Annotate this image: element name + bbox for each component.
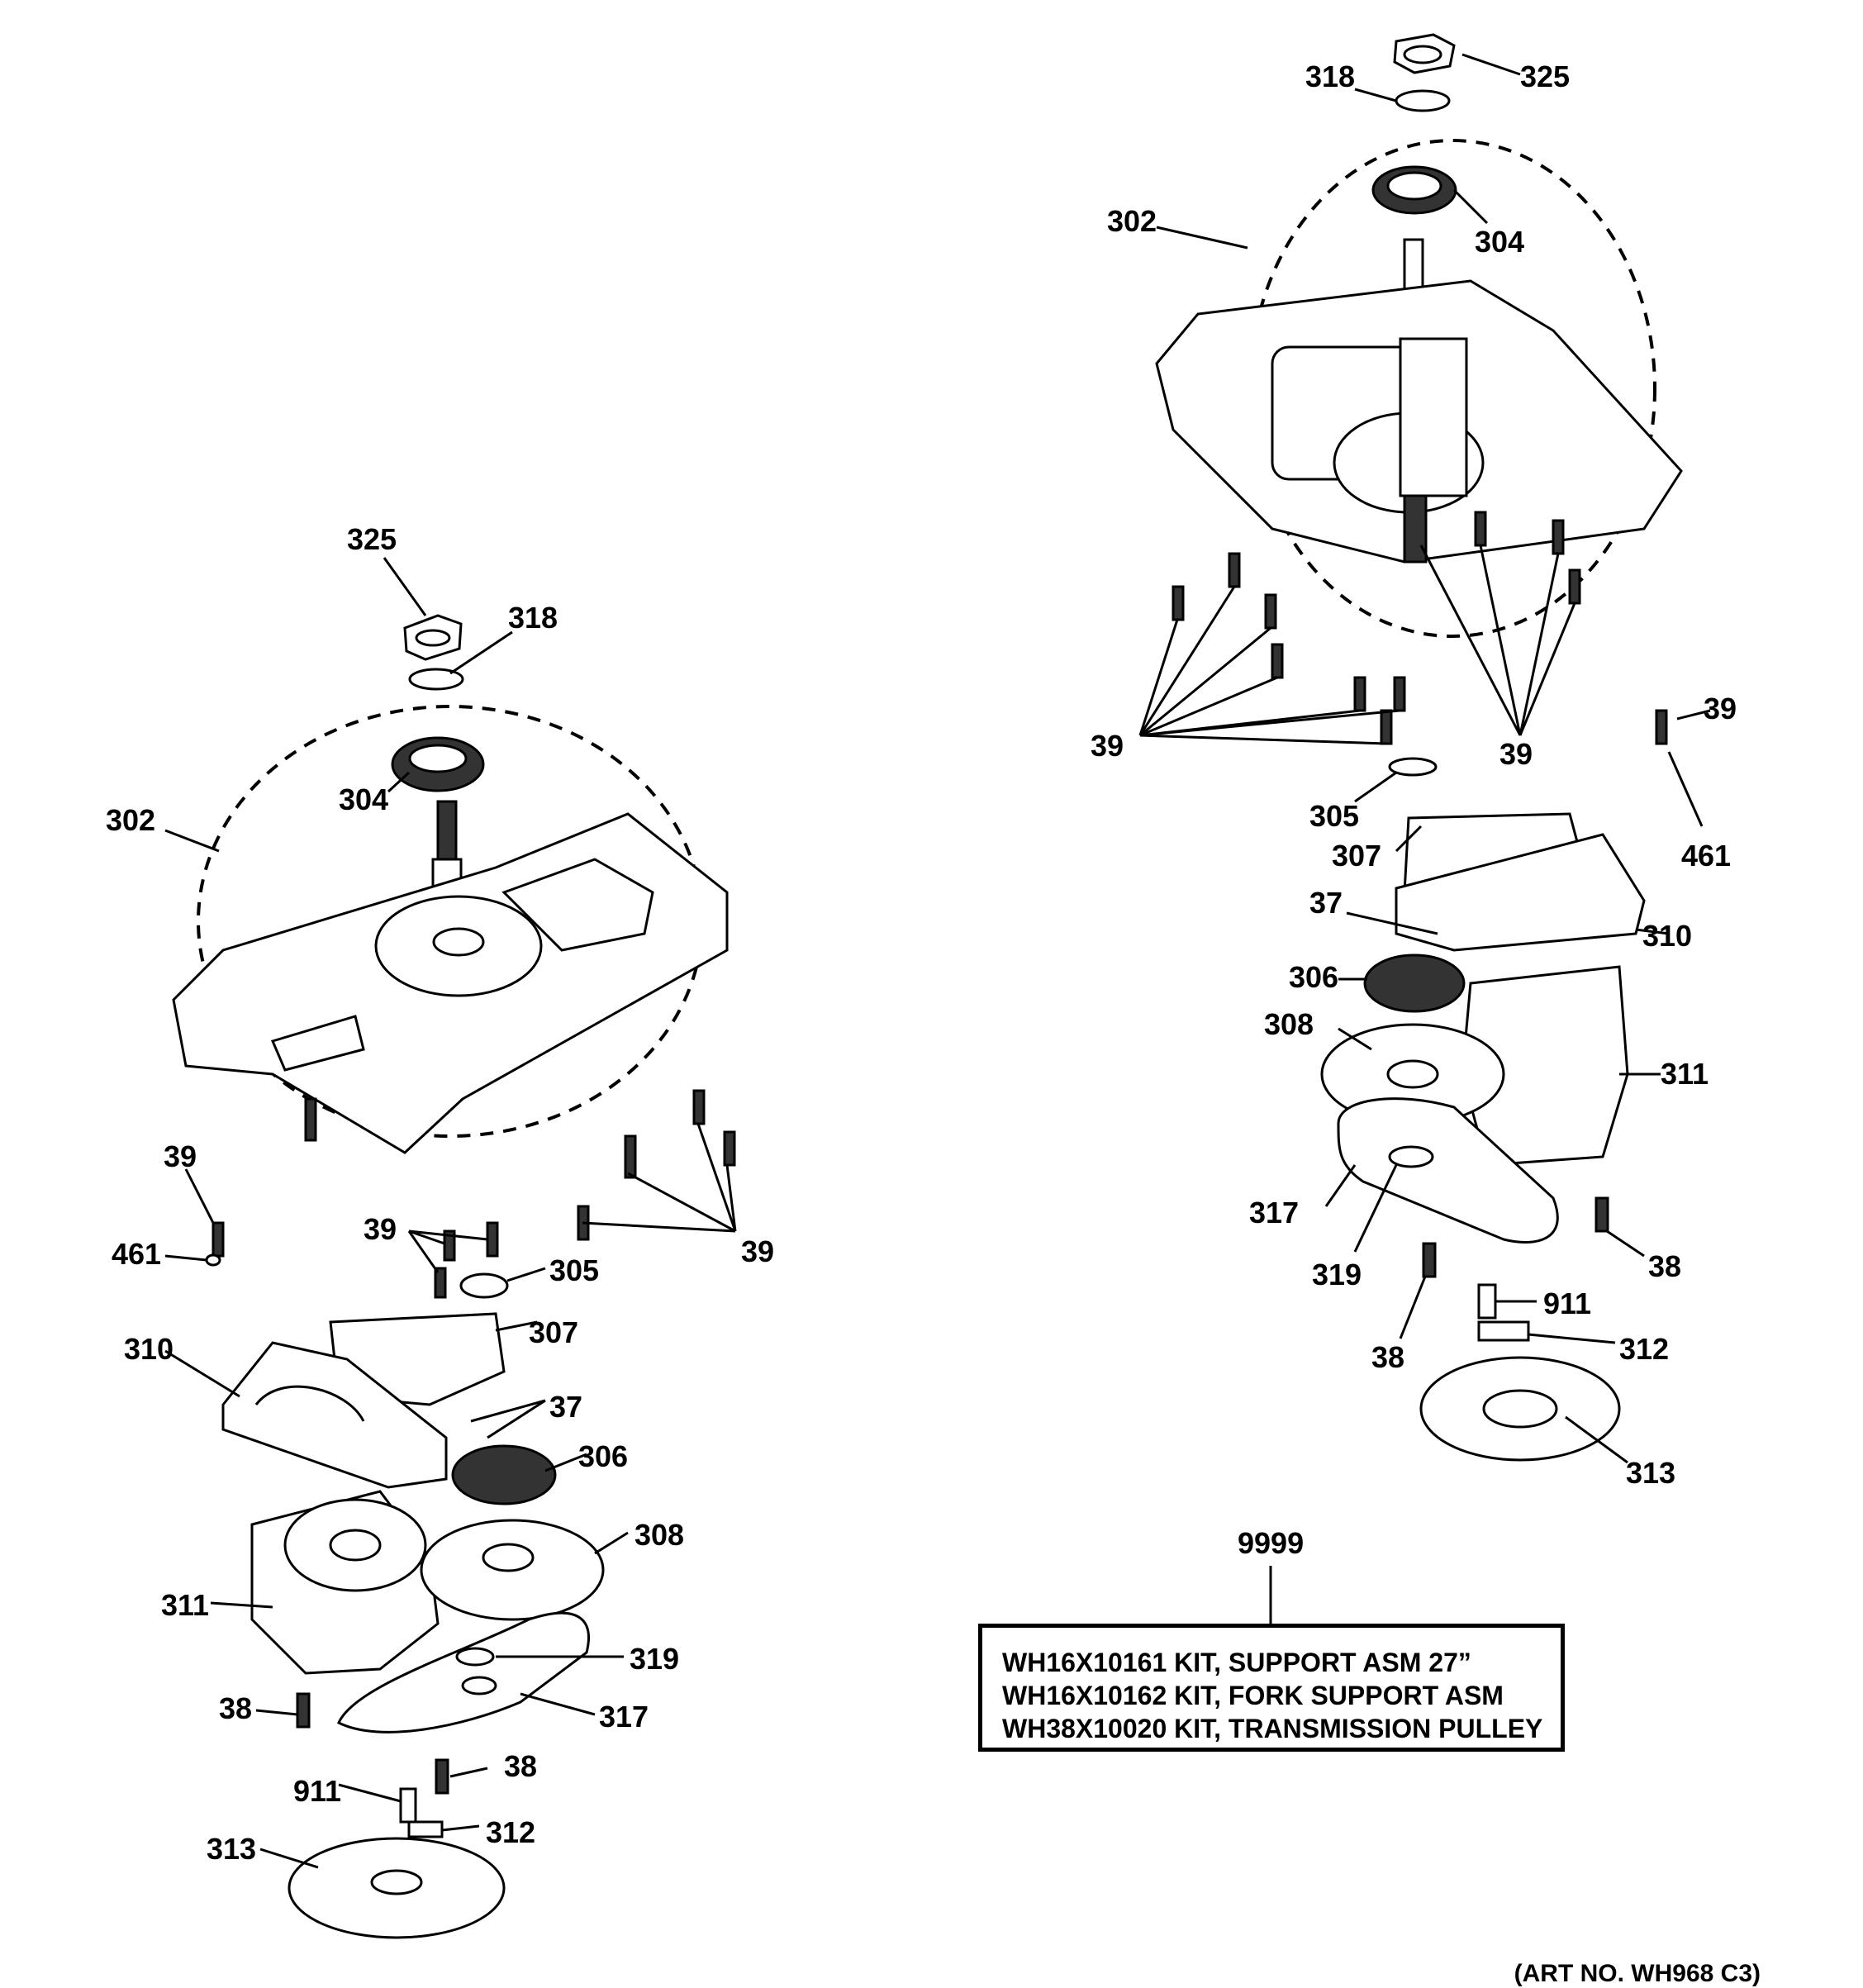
- callout-308-right: 308: [1264, 1007, 1314, 1041]
- callout-317-left: 317: [599, 1700, 649, 1734]
- callout-9999: 9999: [1238, 1526, 1304, 1560]
- callout-461-right: 461: [1681, 839, 1731, 873]
- callout-302-right: 302: [1107, 204, 1157, 238]
- part-motor-311-left: [250, 1490, 440, 1675]
- callout-318-left: 318: [508, 601, 558, 635]
- kit-line-1: WH16X10161 KIT, SUPPORT ASM 27”: [1002, 1648, 1471, 1677]
- part-nut-325-right: [1393, 33, 1456, 74]
- callout-325-right: 325: [1520, 59, 1570, 93]
- part-seal-304-right: [1371, 165, 1457, 291]
- callout-39-right-c: 39: [1704, 692, 1737, 725]
- part-nut-325-left: [403, 614, 463, 661]
- part-screw-38-left-a: [296, 1692, 311, 1729]
- part-319-right: [1388, 1145, 1434, 1168]
- callout-319-left: 319: [630, 1642, 679, 1676]
- callout-313-right: 313: [1626, 1456, 1675, 1490]
- callout-461-left: 461: [112, 1237, 161, 1271]
- callout-38-left-a: 38: [219, 1691, 252, 1725]
- callout-38-right-a: 38: [1371, 1340, 1404, 1374]
- callout-306-left: 306: [578, 1439, 628, 1473]
- part-319-left-b: [461, 1676, 497, 1696]
- callout-319-right: 319: [1312, 1258, 1362, 1291]
- callout-306-right: 306: [1289, 960, 1338, 994]
- callout-39-right-b: 39: [1499, 737, 1533, 771]
- callout-305-right: 305: [1309, 799, 1359, 833]
- part-cover-310-left: [221, 1341, 448, 1489]
- callout-39-left-a: 39: [164, 1139, 197, 1173]
- callout-318-right: 318: [1305, 59, 1355, 93]
- part-fan-313-left: [288, 1837, 506, 1939]
- callout-304-right: 304: [1475, 225, 1524, 259]
- part-screw-38-left-b: [435, 1758, 449, 1795]
- callout-325-left: 325: [347, 522, 397, 556]
- part-support-asm-302-right: [1248, 139, 1656, 638]
- callout-310-right: 310: [1642, 919, 1692, 953]
- part-base-313-right: [1419, 1320, 1621, 1462]
- callout-312-left: 312: [486, 1815, 535, 1849]
- callout-302-left: 302: [106, 803, 155, 837]
- part-ring-305-left: [459, 1272, 509, 1299]
- leaders-right: [1138, 53, 1711, 1464]
- part-screws-39-left-group: [211, 1089, 736, 1299]
- callout-310-left: 310: [124, 1332, 173, 1366]
- callout-38-left-b: 38: [504, 1749, 537, 1783]
- kit-list-box: WH16X10161 KIT, SUPPORT ASM 27” WH16X101…: [978, 1624, 1565, 1752]
- callout-39-left-b: 39: [364, 1212, 397, 1246]
- part-support-plate-right: [1155, 279, 1683, 564]
- callout-39-right-a: 39: [1091, 729, 1124, 763]
- part-319-left: [455, 1647, 495, 1667]
- callout-313-left: 313: [207, 1832, 256, 1866]
- callout-39-left-c: 39: [741, 1234, 774, 1268]
- part-belt-317-left: [337, 1611, 590, 1734]
- part-gear-306-right: [1363, 954, 1466, 1013]
- callout-311-right: 311: [1661, 1057, 1709, 1091]
- callout-37-right: 37: [1309, 886, 1343, 920]
- callout-911-right: 911: [1543, 1286, 1591, 1320]
- part-screw-38-right-b: [1594, 1196, 1609, 1233]
- part-screw-38-right-a: [1422, 1242, 1437, 1278]
- part-pulley-308-left: [420, 1519, 605, 1621]
- part-911-right: [1477, 1283, 1497, 1320]
- callout-37-left: 37: [549, 1390, 582, 1424]
- part-461-left: [205, 1253, 221, 1267]
- kit-line-2: WH16X10162 KIT, FORK SUPPORT ASM: [1002, 1681, 1504, 1710]
- callout-312-right: 312: [1619, 1332, 1669, 1366]
- part-washer-318-left: [408, 668, 464, 691]
- part-ring-305-right: [1388, 757, 1438, 777]
- callout-38-right-b: 38: [1648, 1249, 1681, 1283]
- callout-307-left: 307: [529, 1315, 578, 1349]
- callout-304-left: 304: [339, 782, 388, 816]
- part-seal-304-left: [391, 736, 485, 927]
- left-assembly: 325 318 304 302 39 461 39 39 305 310 307…: [106, 522, 774, 1939]
- part-312-left: [407, 1820, 444, 1838]
- kit-line-3: WH38X10020 KIT, TRANSMISSION PULLEY: [1002, 1714, 1543, 1743]
- part-911-left: [399, 1787, 417, 1824]
- part-pulley-308-right: [1320, 1023, 1505, 1125]
- part-gear-306-left: [451, 1444, 557, 1505]
- art-number: (ART NO. WH968 C3): [1514, 1960, 1761, 1987]
- callout-911-left: 911: [293, 1774, 341, 1808]
- part-support-plate-left: [172, 812, 729, 1154]
- part-belt-317-right: [1337, 1097, 1559, 1244]
- part-washer-318-right: [1395, 89, 1451, 112]
- callout-317-right: 317: [1249, 1196, 1299, 1229]
- leaders-left: [164, 557, 737, 1869]
- callout-305-left: 305: [549, 1253, 599, 1287]
- callout-311-left: 311: [161, 1588, 209, 1622]
- callout-307-right: 307: [1332, 839, 1381, 873]
- part-cover-310-right: [1395, 833, 1646, 952]
- callout-308-left: 308: [634, 1518, 684, 1552]
- right-assembly: 325 318 304 302 39 39 39 461 305 307 37 …: [1091, 33, 1737, 1490]
